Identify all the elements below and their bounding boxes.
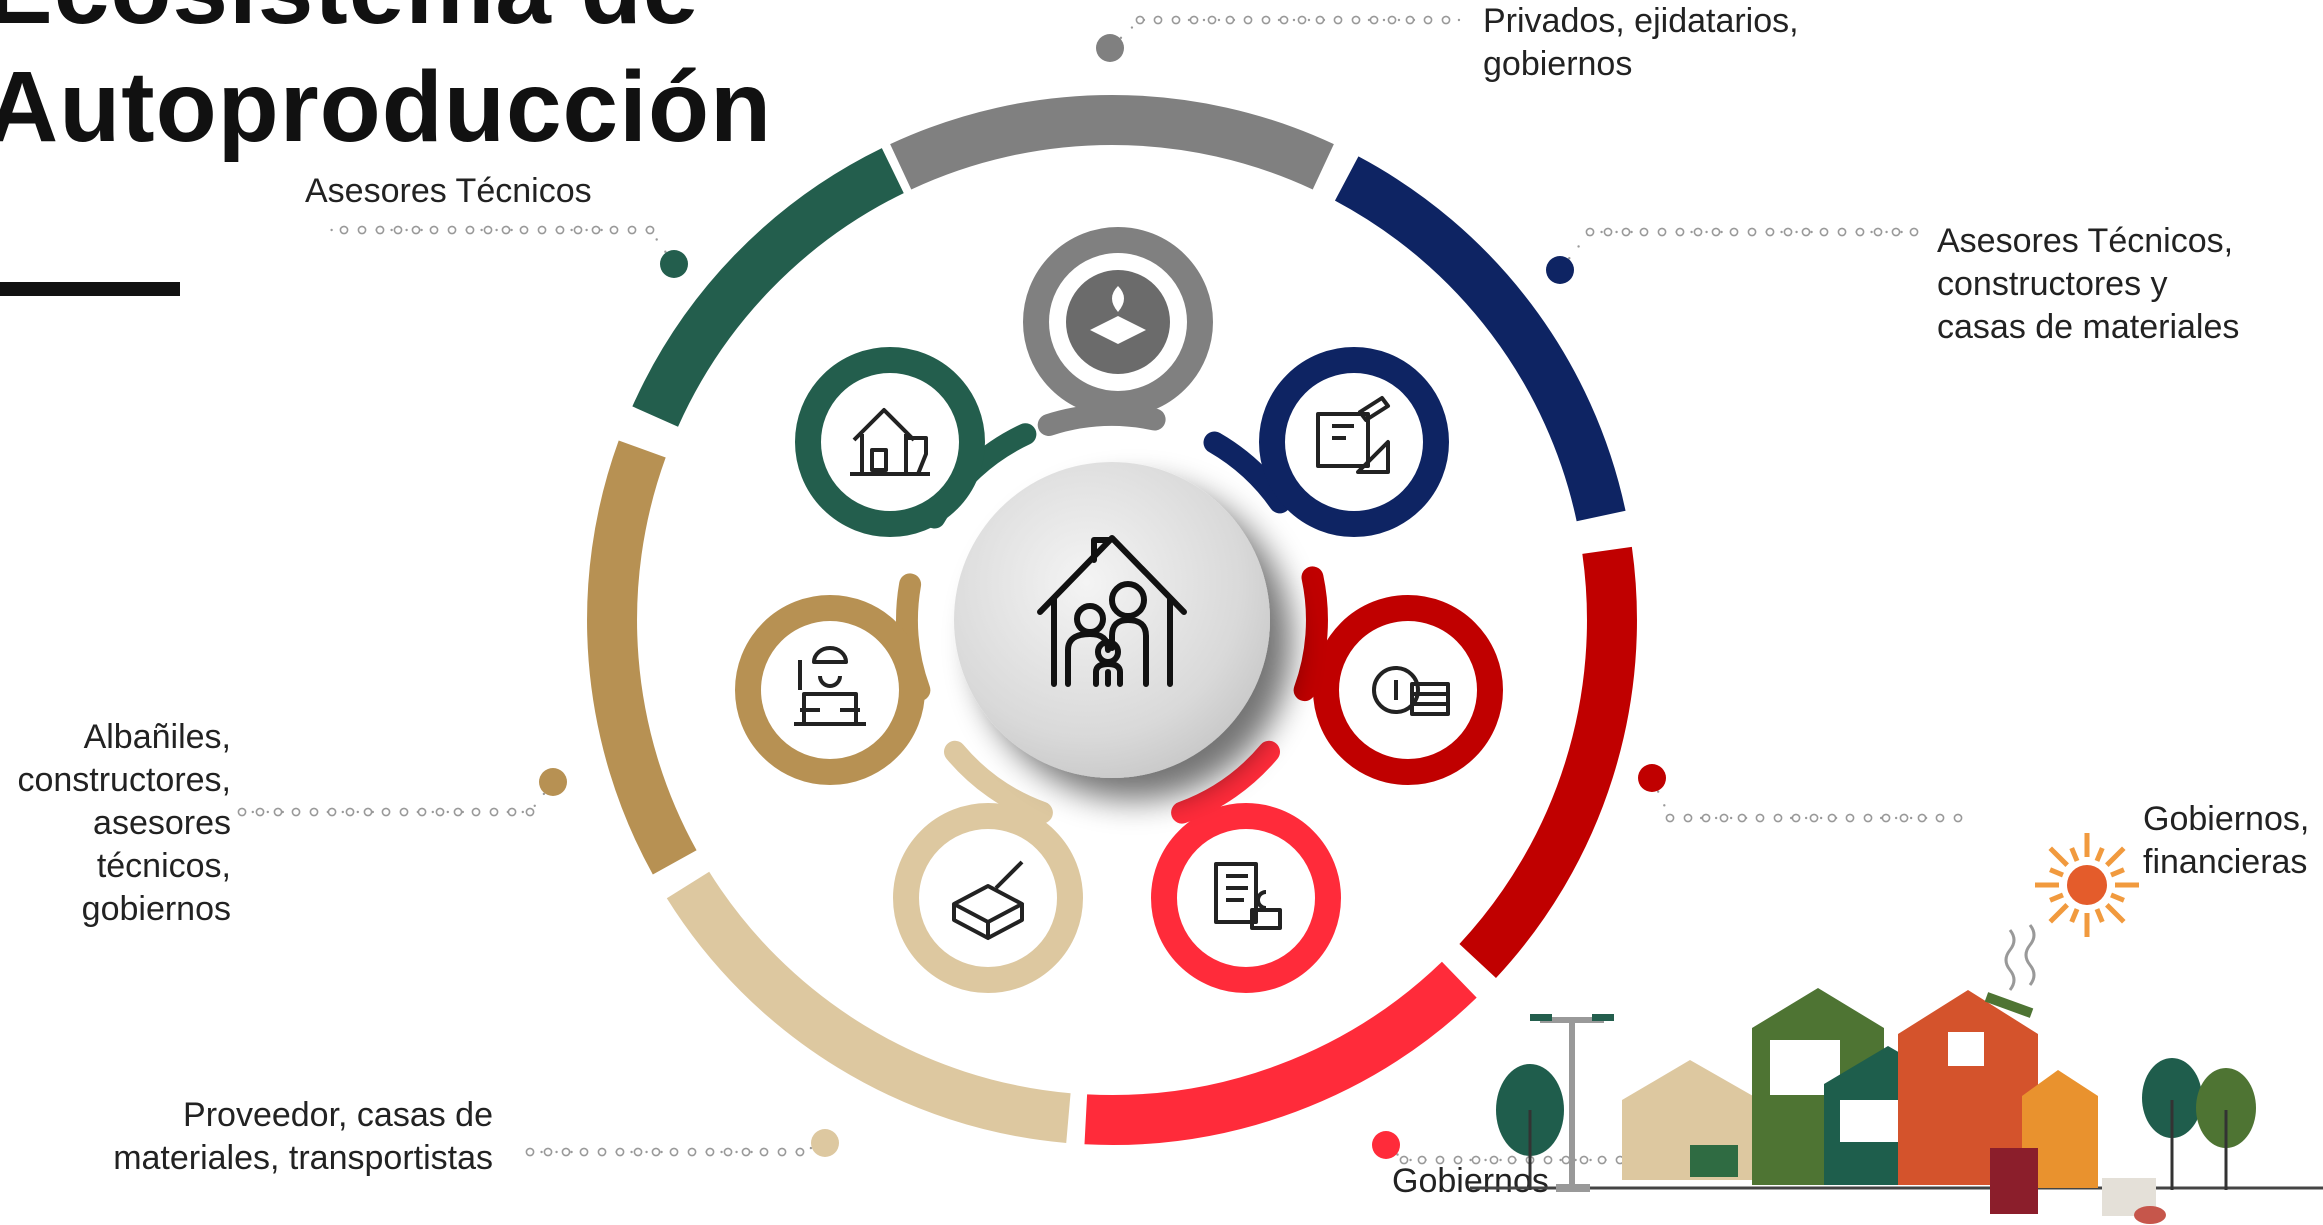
outer-ring bbox=[587, 94, 1637, 1145]
label-mantenimiento: Asesores Técnicos bbox=[305, 172, 592, 210]
coins-money-icon bbox=[1368, 650, 1450, 730]
bubble-tail-terreno bbox=[1037, 404, 1166, 436]
label-permisos: Gobiernos bbox=[1392, 1162, 1549, 1200]
house-family-icon bbox=[1037, 535, 1187, 687]
ring-segment-diseno bbox=[1334, 156, 1626, 522]
label-terreno: Privados, ejidatarios, gobiernos bbox=[1483, 2, 1799, 83]
leader-dot-permisos bbox=[1372, 1131, 1400, 1159]
center-hub bbox=[954, 462, 1270, 778]
ring-segment-terreno bbox=[890, 94, 1334, 190]
leader-line-mantenimiento bbox=[328, 228, 676, 266]
materials-trowel-icon bbox=[948, 858, 1028, 940]
label-materiales: Proveedor, casas de materiales, transpor… bbox=[113, 1096, 493, 1177]
label-diseno: Asesores Técnicos, constructores y casas… bbox=[1937, 222, 2240, 346]
blueprint-design-icon bbox=[1314, 396, 1394, 482]
leader-dot-mantenimiento bbox=[660, 250, 688, 278]
leader-dot-diseno bbox=[1546, 256, 1574, 284]
stage-connectors bbox=[237, 15, 1972, 1165]
bubble-tail-materiales bbox=[944, 740, 1053, 824]
ring-segment-materiales bbox=[666, 871, 1071, 1144]
sun-icon bbox=[2035, 833, 2139, 937]
label-financiamiento: Gobiernos, financieras bbox=[2143, 800, 2310, 881]
ring-segment-financiamiento bbox=[1459, 546, 1637, 979]
leader-line-financiamiento bbox=[1650, 776, 1972, 820]
bubble-tail-diseno bbox=[1203, 431, 1291, 514]
leader-line-construccion bbox=[238, 780, 555, 814]
stage-bubbles bbox=[735, 227, 1503, 993]
leader-dot-financiamiento bbox=[1638, 764, 1666, 792]
house-maintenance-icon bbox=[850, 402, 930, 482]
leader-dot-materiales bbox=[811, 1129, 839, 1157]
page-title: Ecosistema de Autoproducción bbox=[0, 0, 773, 163]
ring-segment-mantenimiento bbox=[632, 148, 904, 427]
bubble-tail-financiamiento bbox=[1293, 566, 1328, 702]
label-construccion: Albañiles, constructores, asesores técni… bbox=[17, 718, 231, 928]
leader-dot-terreno bbox=[1096, 34, 1124, 62]
land-location-icon bbox=[1066, 270, 1170, 374]
leader-line-diseno bbox=[1558, 230, 1918, 272]
ring-segment-permisos bbox=[1084, 961, 1477, 1145]
builder-worker-icon bbox=[790, 646, 870, 730]
ring-segment-construccion bbox=[587, 440, 697, 875]
permits-document-icon bbox=[1206, 858, 1286, 938]
neighborhood-houses-illustration bbox=[1470, 833, 2323, 1224]
bubble-tail-permisos bbox=[1171, 740, 1280, 824]
leader-dot-construccion bbox=[539, 768, 567, 796]
title-underline bbox=[0, 282, 180, 296]
